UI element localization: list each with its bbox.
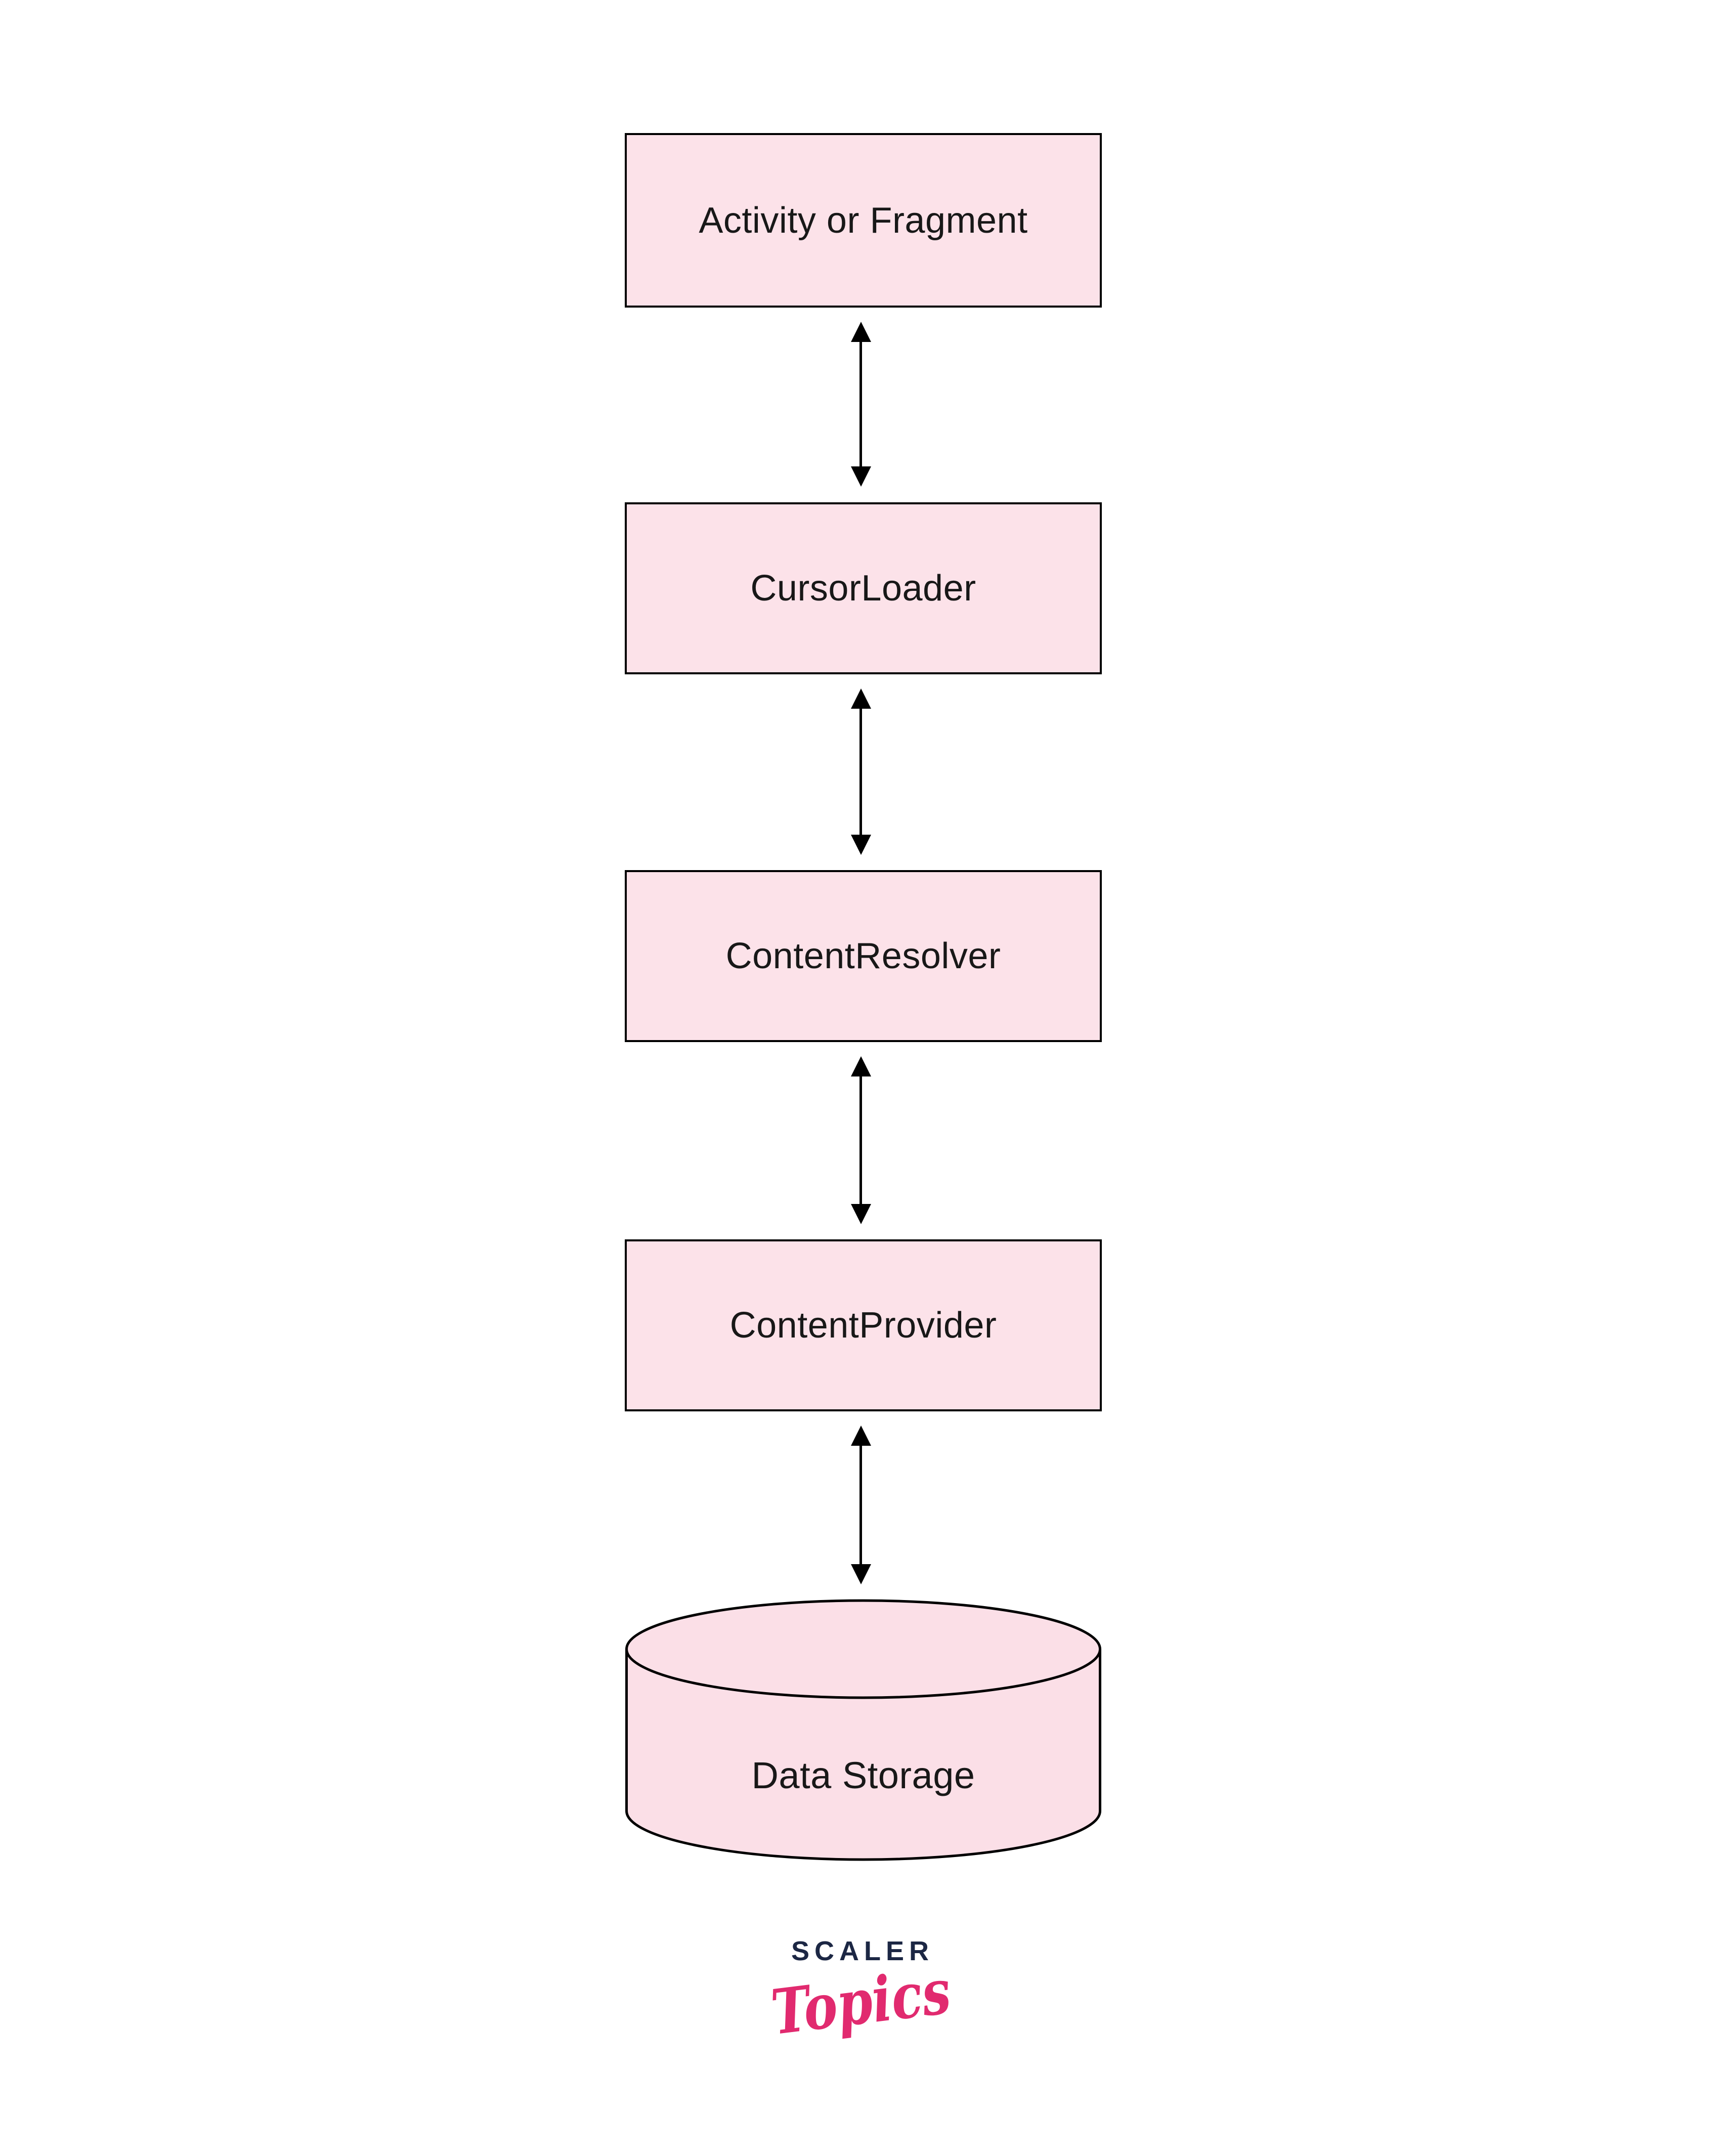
arrow-contentprovider-datastorage [846, 1426, 876, 1584]
cylinder-top-ellipse [625, 1599, 1101, 1699]
arrow-head-up-icon [851, 688, 871, 709]
logo-scaler-wordmark: SCALER [791, 1936, 934, 1966]
arrow-shaft [859, 1073, 862, 1207]
node-activity-or-fragment: Activity or Fragment [625, 133, 1102, 308]
arrow-cursorloader-contentresolver [846, 688, 876, 855]
node-label: ContentResolver [725, 936, 1001, 976]
arrow-head-down-icon [851, 1564, 871, 1584]
node-label: ContentProvider [729, 1305, 997, 1346]
node-label: CursorLoader [750, 568, 976, 609]
node-label-data-storage: Data Storage [751, 1754, 975, 1796]
node-label: Activity or Fragment [699, 200, 1028, 241]
scaler-topics-logo: SCALER Topics [734, 1935, 986, 2049]
arrow-head-up-icon [851, 1056, 871, 1076]
arrow-head-down-icon [851, 835, 871, 855]
node-contentprovider: ContentProvider [625, 1239, 1102, 1411]
node-data-storage-cylinder [625, 1599, 1101, 1861]
arrow-head-up-icon [851, 322, 871, 342]
arrow-shaft [859, 339, 862, 469]
arrow-head-up-icon [851, 1426, 871, 1446]
arrow-head-down-icon [851, 466, 871, 487]
arrow-activity-cursorloader [846, 322, 876, 487]
node-cursorloader: CursorLoader [625, 502, 1102, 674]
cylinder-body [625, 1649, 1101, 1861]
arrow-contentresolver-contentprovider [846, 1056, 876, 1224]
node-contentresolver: ContentResolver [625, 870, 1102, 1042]
arrow-head-down-icon [851, 1204, 871, 1224]
arrow-shaft [859, 706, 862, 838]
arrow-shaft [859, 1443, 862, 1567]
